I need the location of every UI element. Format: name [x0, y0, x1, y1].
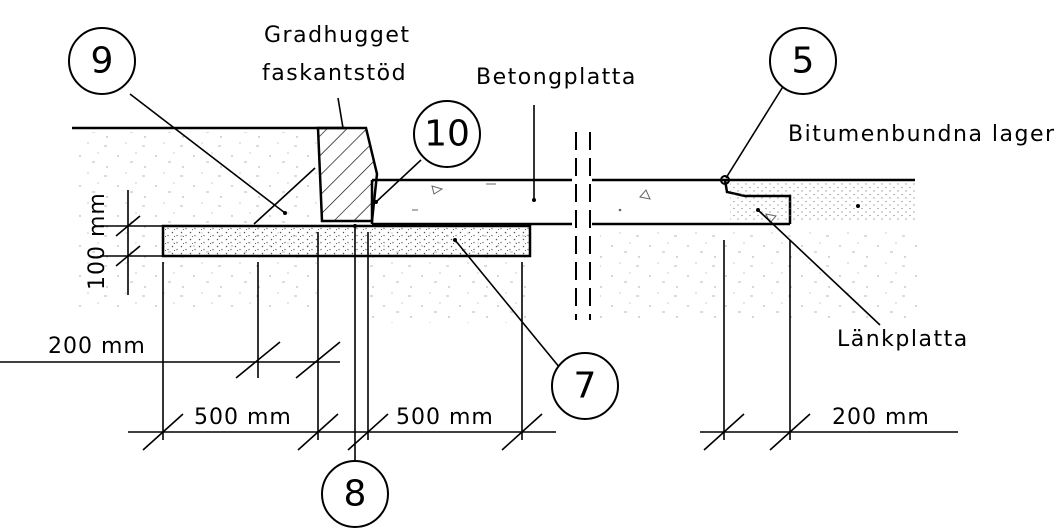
- dimension-200mm-left: 200 mm: [0, 334, 341, 379]
- leader-dots: [283, 198, 860, 242]
- dimension-100mm-label: 100 mm: [85, 192, 110, 290]
- dimension-100mm: 100 mm: [85, 190, 163, 295]
- dimension-500mm-left-label: 500 mm: [194, 405, 292, 430]
- point-5-marker: [720, 175, 730, 185]
- callout-9-number: 9: [91, 41, 114, 82]
- callout-8-number: 8: [344, 474, 367, 515]
- callout-5: 5: [769, 27, 837, 95]
- callout-5-number: 5: [792, 41, 815, 82]
- label-link-slab: Länkplatta: [837, 327, 969, 352]
- callout-7: 7: [551, 352, 619, 420]
- dimension-200mm-right: 200 mm: [700, 405, 958, 451]
- bitumen-layer-fill: [730, 183, 915, 221]
- callout-7-number: 7: [574, 366, 597, 407]
- leader-lines: [129, 84, 881, 369]
- concrete-base-strip: [161, 224, 532, 258]
- dimension-500mm-row: 500 mm 500 mm: [128, 405, 556, 451]
- dimension-200mm-right-label: 200 mm: [832, 405, 930, 430]
- callout-10: 10: [413, 100, 481, 168]
- extension-lines: [162, 224, 791, 462]
- bevelled-curb: [316, 126, 379, 223]
- label-bitumen-layers: Bitumenbundna lager: [788, 122, 1056, 147]
- soil-fill-right: [600, 228, 920, 318]
- dimension-200mm-left-label: 200 mm: [48, 334, 146, 359]
- label-curb-line2: faskantstöd: [262, 61, 407, 86]
- callout-9: 9: [68, 27, 136, 95]
- callout-10-number: 10: [424, 114, 470, 155]
- label-concrete-slab: Betongplatta: [476, 65, 637, 90]
- callout-8: 8: [321, 460, 389, 528]
- soil-fill-left: [75, 132, 320, 307]
- dimension-500mm-right-label: 500 mm: [396, 405, 494, 430]
- slab-aggregate-marks: [412, 183, 651, 212]
- label-curb-line1: Gradhugget: [264, 23, 411, 48]
